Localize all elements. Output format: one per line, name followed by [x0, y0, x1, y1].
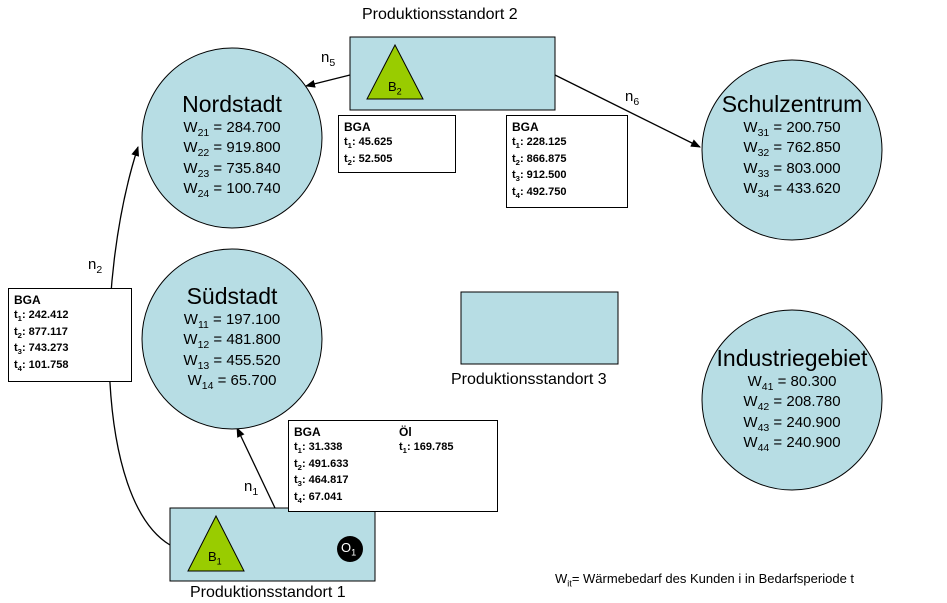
site1-oil-label: O1: [341, 540, 357, 558]
n1-flow-box: BGA t1: 31.338 t2: 491.633 t3: 464.817 t…: [288, 420, 498, 512]
flow-row: t4: 492.750: [512, 185, 567, 201]
oil-icon: [337, 536, 363, 562]
flow-row: t1: 228.125: [512, 136, 567, 151]
demand-row: W32 = 762.850: [743, 139, 841, 160]
demand-row: W33 = 803.000: [743, 159, 841, 180]
nordstadt-title: Nordstadt: [182, 91, 282, 117]
edge-n6: [554, 74, 701, 148]
demand-row: W12 = 481.800: [183, 331, 281, 352]
nordstadt-circle: [141, 47, 323, 229]
n6-flow-box: BGA t1: 228.125 t2: 866.875 t3: 912.500 …: [506, 115, 628, 208]
demand-row: W24 = 100.740: [183, 180, 281, 201]
box-heading: Öl: [399, 425, 412, 439]
flow-row: t4: 101.758: [14, 358, 69, 374]
industriegebiet-circle: [701, 309, 883, 491]
flow-row: t3: 464.817: [294, 474, 349, 489]
demand-row: W11 = 197.100: [183, 310, 281, 331]
flow-row: t3: 912.500: [512, 169, 567, 184]
edge-n2-label: n2: [88, 256, 103, 276]
industriegebiet-title: Industriegebiet: [716, 345, 868, 371]
site2-triangle-label: B2: [388, 79, 402, 97]
suedstadt-title: Südstadt: [186, 283, 278, 309]
demand-row: W34 = 433.620: [743, 180, 841, 201]
triangle-icon: [187, 514, 245, 572]
demand-row: W13 = 455.520: [183, 351, 281, 372]
demand-row: W31 = 200.750: [743, 118, 841, 139]
bga-column: BGA t1: 31.338 t2: 491.633 t3: 464.817 t…: [294, 424, 348, 507]
box-heading: BGA: [344, 120, 371, 134]
flow-row: t2: 877.117: [14, 325, 68, 340]
demand-row: W41 = 80.300: [747, 372, 837, 393]
site3-label: Produktionsstandort 3: [451, 371, 607, 388]
site3-rect: [460, 291, 619, 365]
flow-row: t2: 491.633: [294, 457, 349, 472]
demand-row: W21 = 284.700: [183, 118, 281, 139]
edge-n5-label: n5: [321, 49, 336, 69]
n5-flow-box: BGA t1: 45.625 t2: 52.505: [338, 115, 456, 173]
industriegebiet-node: Industriegebiet W41 = 80.300 W42 = 208.7…: [702, 345, 882, 455]
edge-n6-label: n6: [625, 88, 640, 108]
site1-label: Produktionsstandort 1: [190, 584, 346, 601]
flow-row: t1: 169.785: [399, 441, 454, 456]
flow-row: t1: 31.338: [294, 441, 343, 456]
schulzentrum-node: Schulzentrum W31 = 200.750 W32 = 762.850…: [707, 91, 877, 201]
site2-label: Produktionsstandort 2: [362, 6, 518, 23]
flow-row: t4: 67.041: [294, 490, 343, 506]
flow-row: t1: 242.412: [14, 309, 69, 324]
legend-text: Wit= Wärmebedarf des Kunden i in Bedarfs…: [555, 571, 855, 589]
demand-row: W42 = 208.780: [743, 393, 841, 414]
box-heading: BGA: [512, 120, 539, 134]
suedstadt-node: Südstadt W11 = 197.100 W12 = 481.800 W13…: [152, 283, 312, 393]
flow-row: t2: 52.505: [344, 152, 393, 167]
suedstadt-circle: [141, 248, 323, 430]
edge-n5: [305, 74, 351, 88]
flow-row: t3: 743.273: [14, 342, 69, 357]
demand-row: W23 = 735.840: [183, 159, 281, 180]
demand-row: W44 = 240.900: [743, 434, 841, 455]
edge-n1-label: n1: [244, 478, 259, 498]
box-heading: BGA: [294, 425, 321, 439]
nordstadt-node: Nordstadt W21 = 284.700 W22 = 919.800 W2…: [152, 91, 312, 201]
triangle-icon: [366, 43, 424, 100]
schulzentrum-title: Schulzentrum: [721, 91, 863, 117]
demand-row: W22 = 919.800: [183, 139, 281, 160]
demand-row: W14 = 65.700: [187, 372, 277, 393]
flow-row: t1: 45.625: [344, 136, 393, 151]
flow-row: t2: 866.875: [512, 152, 567, 167]
box-heading: BGA: [14, 293, 41, 307]
schulzentrum-circle: [701, 59, 883, 241]
oil-column: Öl t1: 169.785: [399, 424, 453, 457]
site1-triangle-label: B1: [208, 549, 222, 567]
n2-flow-box: BGA t1: 242.412 t2: 877.117 t3: 743.273 …: [8, 288, 132, 382]
demand-row: W43 = 240.900: [743, 413, 841, 434]
edge-n1: [236, 427, 276, 509]
